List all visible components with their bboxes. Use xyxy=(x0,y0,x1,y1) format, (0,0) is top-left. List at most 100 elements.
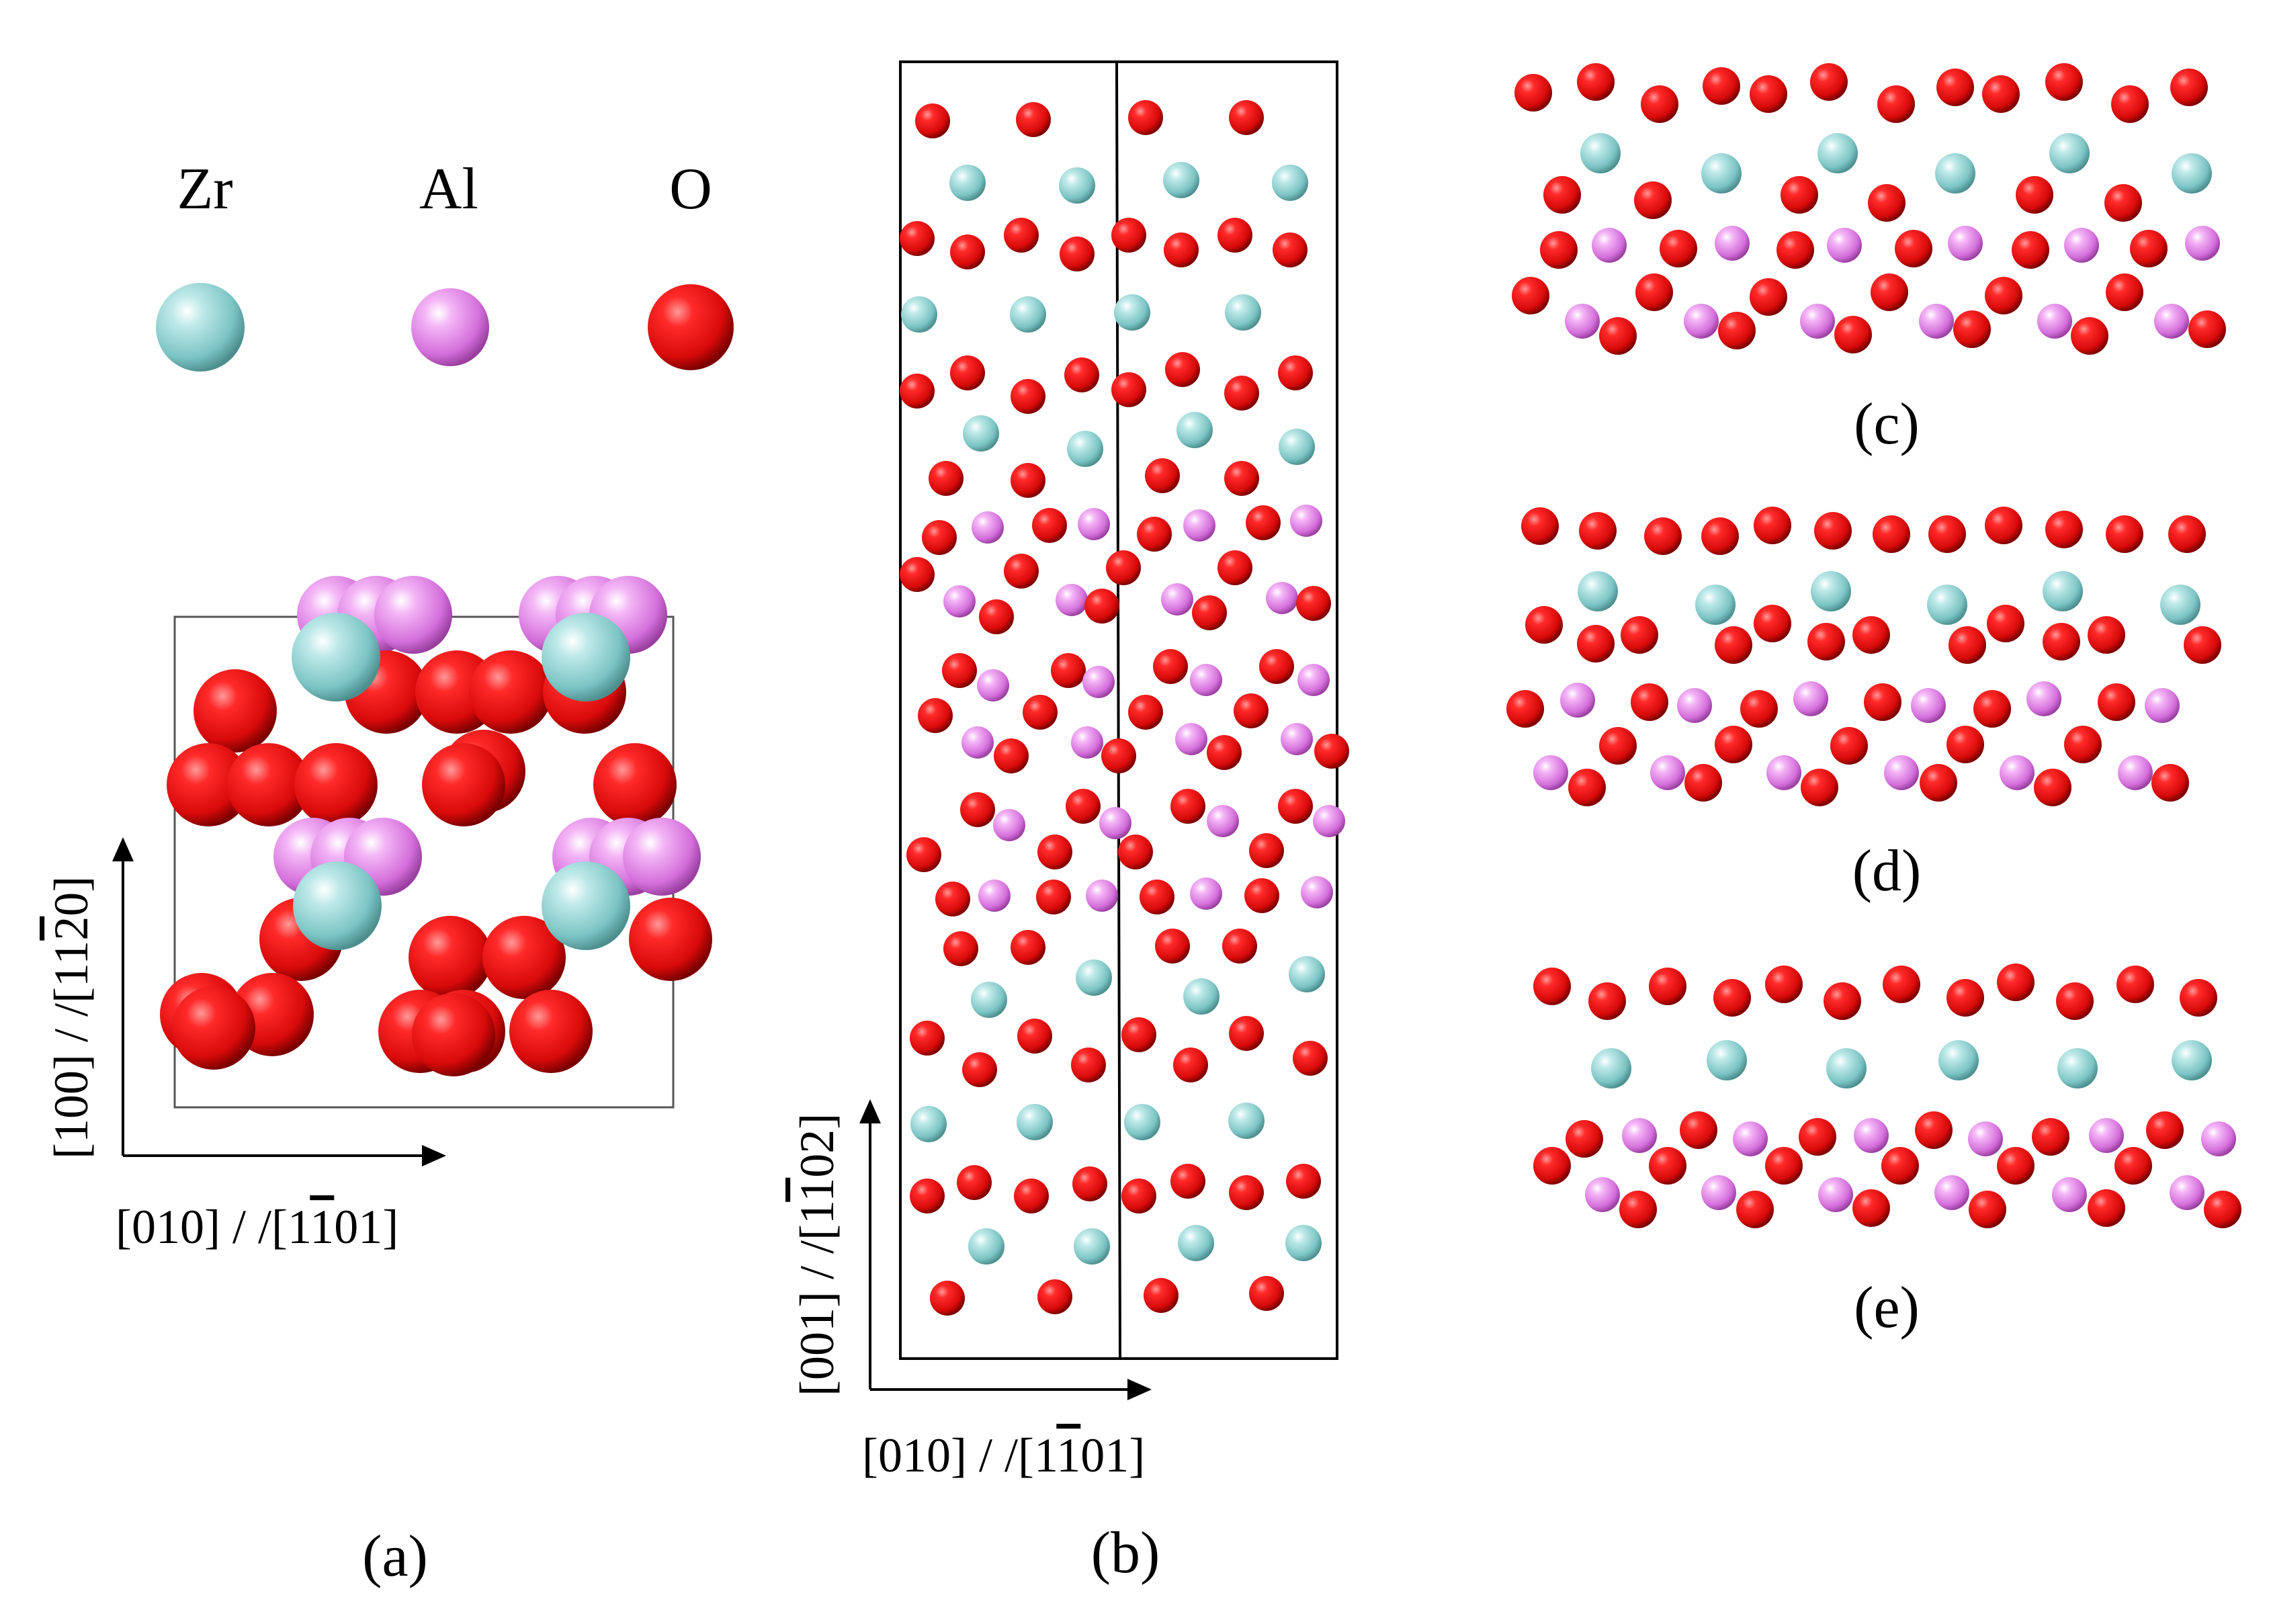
al-atom xyxy=(1082,666,1115,698)
al-atom xyxy=(2089,1118,2124,1153)
o-atom xyxy=(1111,372,1146,407)
o-atom xyxy=(1830,727,1868,765)
panel-d-caption: (d) xyxy=(1852,839,1922,904)
zr-atom xyxy=(1938,1040,1979,1080)
zr-atom xyxy=(968,1228,1004,1265)
o-atom xyxy=(900,557,935,592)
o-atom xyxy=(1170,1164,1205,1199)
o-atom xyxy=(1577,625,1615,663)
o-atom xyxy=(1985,277,2022,314)
o-atom xyxy=(1229,1016,1264,1051)
o-atom xyxy=(482,916,566,999)
legend-label-zr: Zr xyxy=(177,157,232,222)
al-atom xyxy=(1934,1175,1969,1210)
legend-label-al: Al xyxy=(419,157,478,222)
o-atom xyxy=(2106,515,2143,553)
o-atom xyxy=(1814,512,1852,550)
o-atom xyxy=(1713,979,1751,1017)
panel-b-caption: (b) xyxy=(1091,1521,1160,1586)
o-atom xyxy=(1016,102,1051,137)
o-atom xyxy=(1987,605,2024,642)
zr-atom xyxy=(1695,585,1736,625)
panel-b-cell-divider xyxy=(1115,61,1121,1359)
o-atom xyxy=(1877,85,1915,123)
o-atom xyxy=(1164,232,1199,267)
al-atom xyxy=(1290,505,1322,537)
o-atom xyxy=(1577,63,1615,101)
o-atom xyxy=(2204,1191,2241,1228)
zr-atom xyxy=(910,1106,947,1142)
o-atom xyxy=(1165,352,1200,387)
o-atom xyxy=(2064,726,2102,763)
o-atom xyxy=(1740,690,1778,728)
o-atom xyxy=(2088,616,2125,654)
zr-atom xyxy=(1817,133,1858,173)
panel-c-caption: (c) xyxy=(1854,392,1920,457)
o-atom xyxy=(910,1021,945,1056)
zr-atom xyxy=(1017,1104,1053,1140)
o-atom xyxy=(1229,1175,1264,1210)
al-atom xyxy=(1207,805,1239,837)
al-atom xyxy=(1190,878,1222,910)
al-atom xyxy=(374,576,452,654)
o-atom xyxy=(1649,968,1686,1005)
o-atom xyxy=(1259,649,1294,684)
o-atom xyxy=(979,599,1014,634)
al-atom xyxy=(2170,1175,2204,1210)
o-atom xyxy=(1121,1017,1156,1052)
o-atom xyxy=(1037,1279,1072,1314)
o-atom xyxy=(962,1052,997,1087)
al-atom xyxy=(1919,304,1954,339)
o-atom xyxy=(1834,316,1872,353)
o-atom xyxy=(1599,727,1637,765)
o-atom xyxy=(1111,218,1146,253)
al-atom xyxy=(1911,688,1946,723)
panel-d: (d) xyxy=(1506,507,2221,904)
o-atom xyxy=(1224,461,1259,496)
al-atom xyxy=(2118,755,2153,790)
zr-atom xyxy=(1826,1048,1867,1088)
o-atom xyxy=(2104,184,2142,222)
o-atom xyxy=(1533,1147,1571,1185)
al-atom xyxy=(1715,226,1750,261)
o-atom xyxy=(2184,626,2221,664)
al-atom xyxy=(1190,664,1222,696)
zr-atom xyxy=(2057,1048,2098,1088)
o-atom xyxy=(409,916,492,999)
o-atom xyxy=(910,1179,945,1213)
o-atom xyxy=(227,743,310,826)
o-atom xyxy=(2098,683,2135,721)
o-atom xyxy=(1868,184,1906,222)
al-atom xyxy=(1818,1177,1853,1212)
al-atom xyxy=(1884,755,1919,790)
al-atom xyxy=(1650,755,1685,790)
o-atom xyxy=(929,461,964,496)
zr-atom xyxy=(1927,585,1967,625)
al-atom xyxy=(2145,688,2180,723)
o-atom xyxy=(1004,554,1039,589)
o-atom xyxy=(1217,550,1252,585)
o-atom xyxy=(942,653,977,688)
o-atom xyxy=(1137,517,1172,552)
panel-a-axis-x-label: [010] / /[1101] xyxy=(116,1200,398,1254)
al-atom xyxy=(1793,681,1828,716)
panel-b-atoms xyxy=(900,100,1349,1316)
zr-atom xyxy=(2043,571,2083,611)
o-atom xyxy=(1145,458,1180,493)
al-atom xyxy=(1622,1118,1657,1153)
o-atom xyxy=(1776,231,1814,269)
o-atom xyxy=(1004,218,1039,253)
o-atom xyxy=(1170,789,1205,824)
al-atom xyxy=(2185,226,2220,261)
zr-atom xyxy=(1124,1104,1160,1140)
al-atom xyxy=(2052,1177,2087,1212)
o-atom xyxy=(957,1165,992,1200)
o-atom xyxy=(1060,237,1095,271)
al-atom xyxy=(1560,683,1595,718)
o-atom xyxy=(1051,653,1086,688)
o-atom xyxy=(1781,176,1818,214)
zr-atom xyxy=(971,982,1007,1018)
zr-atom xyxy=(1580,133,1621,173)
o-atom xyxy=(1128,695,1163,730)
o-atom xyxy=(1985,507,2022,544)
